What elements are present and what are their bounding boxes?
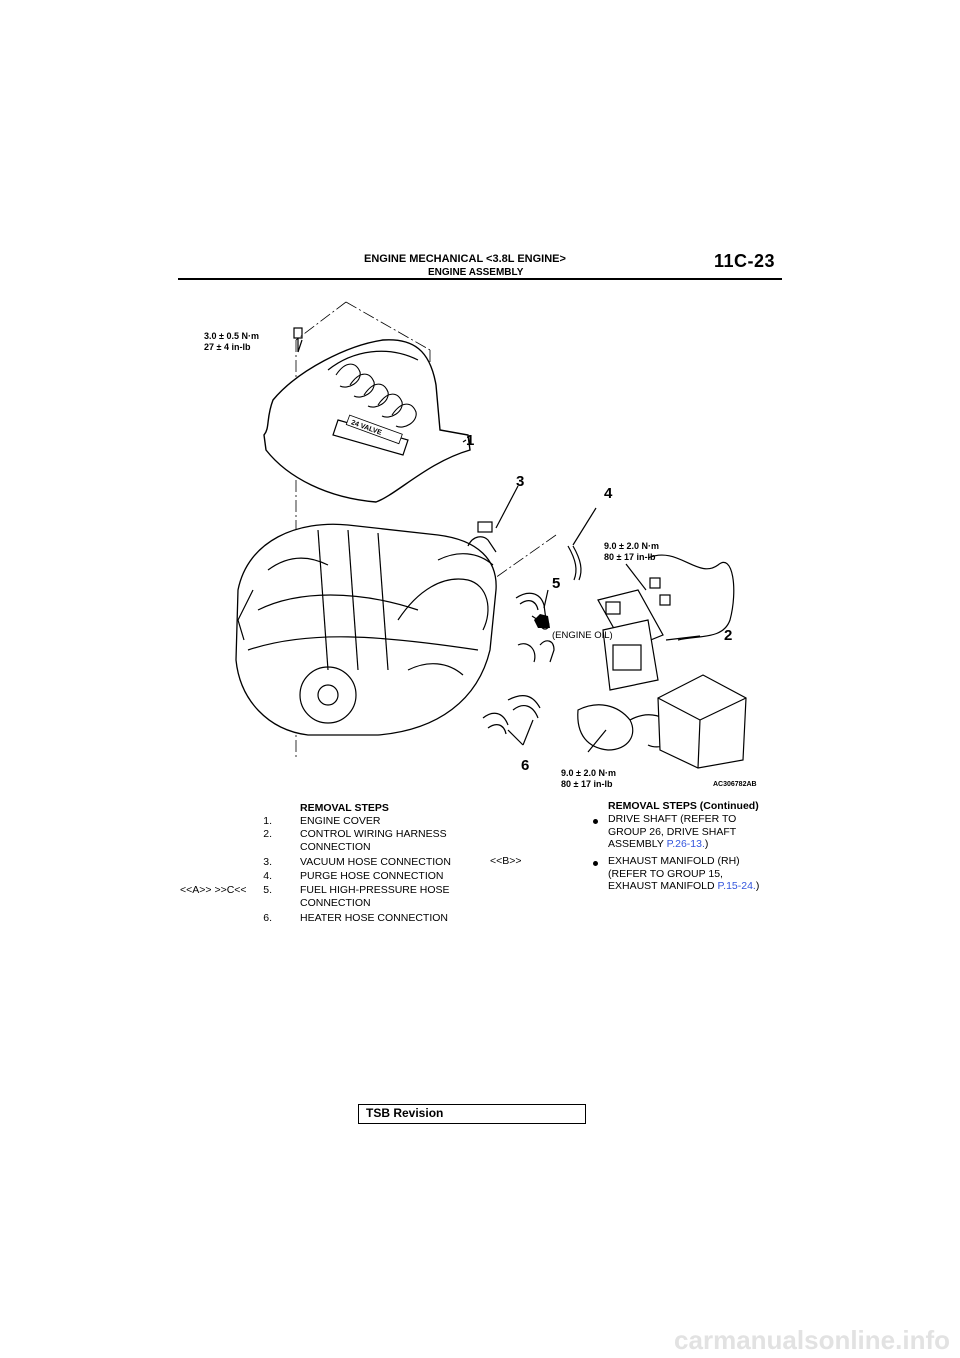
step-text-cont: CONNECTION — [300, 841, 371, 853]
step-text: PURGE HOSE CONNECTION — [300, 870, 444, 882]
page-ref-link-26-13[interactable]: P.26-13. — [666, 838, 705, 851]
engine-assembly-diagram: 24 VALVE — [235, 301, 747, 769]
step-text: HEATER HOSE CONNECTION — [300, 912, 448, 924]
engine-oil-label: (ENGINE OIL) — [552, 630, 613, 641]
page-ref-link-15-24[interactable]: P.15-24. — [717, 880, 756, 893]
step-number: 2. — [263, 828, 272, 840]
page-number: 11C-23 — [714, 251, 776, 271]
ref-text: ASSEMBLY — [608, 838, 667, 851]
watermark: carmanualsonline.info — [674, 1325, 950, 1355]
step-text-cont: (REFER TO GROUP 15, — [608, 867, 723, 880]
step-drive-shaft: DRIVE SHAFT (REFER TO GROUP 26, DRIVE SH… — [608, 813, 736, 851]
step-text-cont: CONNECTION — [300, 897, 371, 909]
torque-lower-line1: 9.0 ± 2.0 N·m — [561, 768, 616, 778]
removal-steps-heading: REMOVAL STEPS — [300, 802, 389, 814]
service-mark-a-c: <<A>> >>C<< — [180, 884, 247, 896]
torque-cover-line1: 3.0 ± 0.5 N·m — [204, 331, 259, 341]
step-text: CONTROL WIRING HARNESS — [300, 828, 447, 840]
step-text: ENGINE COVER — [300, 815, 381, 827]
figure-id: AC306782AB — [713, 781, 757, 788]
step-exhaust-manifold: EXHAUST MANIFOLD (RH) (REFER TO GROUP 15… — [608, 855, 759, 893]
step-text: DRIVE SHAFT (REFER TO — [608, 813, 737, 825]
callout-1: 1 — [466, 432, 475, 449]
service-mark-b: <<B>> — [490, 855, 522, 867]
torque-cover: 3.0 ± 0.5 N·m 27 ± 4 in-lb — [204, 331, 259, 353]
step-number: 6. — [263, 912, 272, 924]
step-text: FUEL HIGH-PRESSURE HOSE — [300, 884, 450, 896]
step-number: 3. — [263, 856, 272, 868]
bullet — [593, 819, 598, 824]
step-text-cont: ASSEMBLY P.26-13.) — [608, 838, 736, 851]
torque-lower: 9.0 ± 2.0 N·m 80 ± 17 in-lb — [561, 768, 616, 790]
header-rule — [178, 278, 782, 280]
ref-close: ) — [755, 880, 760, 893]
removal-steps-cont-heading: REMOVAL STEPS (Continued) — [608, 800, 759, 812]
callout-5: 5 — [552, 575, 561, 592]
callout-3: 3 — [516, 473, 525, 490]
torque-upper-line1: 9.0 ± 2.0 N·m — [604, 541, 659, 551]
section-subtitle: ENGINE ASSEMBLY — [428, 267, 524, 278]
step-number: 1. — [263, 815, 272, 827]
callout-4: 4 — [604, 485, 613, 502]
ref-close: ) — [704, 838, 709, 851]
tsb-revision-label: TSB Revision — [366, 1106, 444, 1120]
removal-steps-list: 1. ENGINE COVER 2. CONTROL WIRING HARNES… — [254, 815, 514, 935]
callout-6: 6 — [521, 757, 530, 774]
step-number: 4. — [263, 870, 272, 882]
torque-lower-line2: 80 ± 17 in-lb — [561, 779, 613, 789]
oil-can-icon — [531, 614, 550, 628]
section-title: ENGINE MECHANICAL <3.8L ENGINE> — [364, 253, 566, 265]
tsb-revision-box — [358, 1104, 586, 1124]
step-number: 5. — [263, 884, 272, 896]
bullet — [593, 861, 598, 866]
step-text-cont: EXHAUST MANIFOLD P.15-24.) — [608, 880, 759, 893]
ref-text: EXHAUST MANIFOLD — [608, 880, 718, 893]
callout-2: 2 — [724, 627, 733, 644]
step-text: EXHAUST MANIFOLD (RH) — [608, 855, 740, 867]
torque-cover-line2: 27 ± 4 in-lb — [204, 342, 251, 352]
torque-upper-line2: 80 ± 17 in-lb — [604, 552, 656, 562]
torque-upper: 9.0 ± 2.0 N·m 80 ± 17 in-lb — [604, 541, 659, 563]
step-text-cont: GROUP 26, DRIVE SHAFT — [608, 825, 737, 838]
step-text: VACUUM HOSE CONNECTION — [300, 856, 451, 868]
